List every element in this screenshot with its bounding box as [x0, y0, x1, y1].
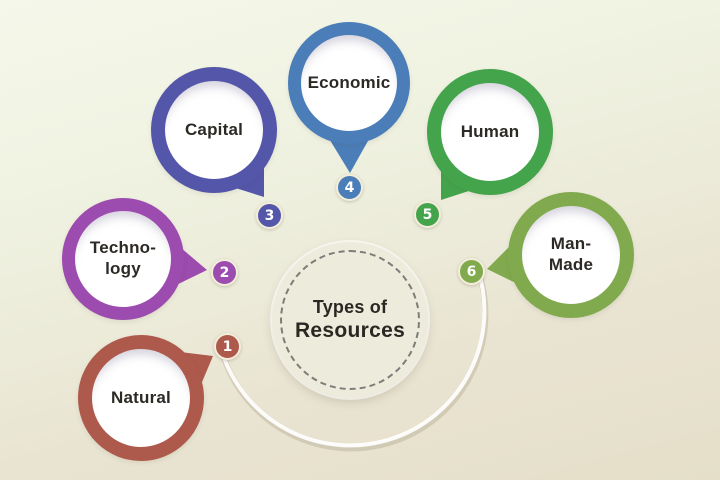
bubble-human-label: Human	[460, 121, 520, 141]
bubble-technology-label: Techno- logy	[89, 238, 157, 278]
bubble-human: Human	[427, 69, 553, 195]
badge-2: 2	[211, 259, 238, 286]
badge-2-number: 2	[219, 264, 230, 281]
center-dashed-ring	[280, 250, 420, 390]
badge-3: 3	[256, 202, 283, 229]
bubble-natural-label: Natural	[111, 387, 171, 407]
bubble-natural: Natural	[78, 335, 204, 461]
bubble-manmade-label: Man- Made	[548, 234, 594, 274]
bubble-manmade: Man- Made	[508, 192, 634, 318]
bubble-capital: Capital	[151, 67, 277, 193]
badge-4-number: 4	[344, 179, 355, 196]
badge-3-number: 3	[264, 207, 275, 224]
badge-5-number: 5	[422, 206, 433, 223]
badge-6-number: 6	[466, 263, 477, 280]
bubble-capital-label: Capital	[184, 119, 244, 139]
bubble-technology: Techno- logy	[62, 198, 184, 320]
badge-5: 5	[414, 201, 441, 228]
center-circle: Types of Resources	[272, 242, 428, 398]
bubble-economic: Economic	[288, 22, 410, 144]
badge-6: 6	[458, 258, 485, 285]
bubble-economic-label: Economic	[307, 72, 391, 92]
badge-1-number: 1	[222, 338, 233, 355]
connector-arc	[220, 268, 487, 448]
badge-4: 4	[336, 174, 363, 201]
badge-1: 1	[214, 333, 241, 360]
